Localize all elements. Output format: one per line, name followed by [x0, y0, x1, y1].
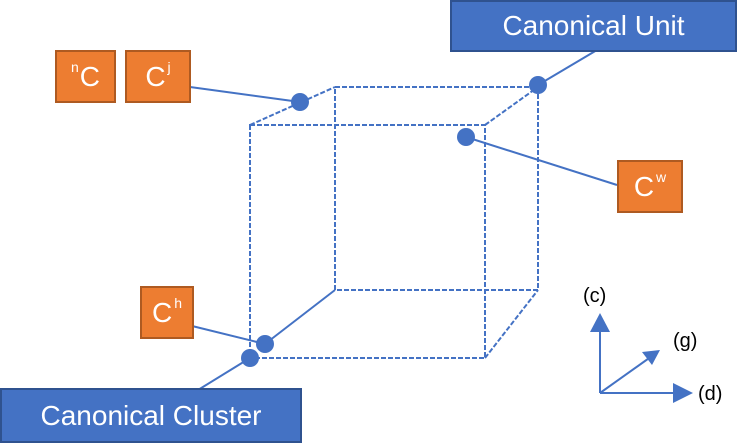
- label-canonical-cluster-text: Canonical Cluster: [40, 399, 262, 431]
- connector-canonical-unit: [537, 49, 598, 86]
- connector-cj: [189, 86, 301, 103]
- label-ch-sup: h: [174, 294, 183, 311]
- point-ch: [256, 335, 274, 353]
- label-cw-sup: w: [656, 168, 667, 185]
- axis-c-arrowhead: [590, 313, 610, 332]
- label-cj-sup: j: [167, 58, 171, 75]
- axis-label-d: (d): [698, 383, 723, 405]
- axes-indicator: [590, 313, 693, 403]
- label-canonical-unit-text: Canonical Unit: [502, 10, 685, 41]
- point-canonical-unit: [529, 76, 547, 94]
- label-ch-base: C: [151, 296, 173, 328]
- label-nc-prefix: n: [70, 58, 79, 75]
- axis-g-arrowhead: [642, 350, 660, 365]
- label-cj-base: C: [145, 60, 166, 92]
- label-nc-base: C: [79, 60, 101, 92]
- axis-label-g: (g): [673, 330, 698, 352]
- cube-edge-bottom-right: [484, 289, 539, 359]
- label-canonical-cluster: Canonical Cluster: [0, 388, 302, 443]
- point-cj: [291, 93, 309, 111]
- connector-ch: [187, 324, 266, 345]
- cube-front-face: [249, 124, 486, 359]
- point-cw: [457, 128, 475, 146]
- cube-edge-bottom-left: [264, 289, 336, 345]
- label-cw-base: C: [633, 170, 655, 202]
- cube-wireframe: [249, 86, 539, 359]
- point-canonical-cluster: [241, 349, 259, 367]
- axis-g-line: [599, 355, 653, 394]
- axis-label-c: (c): [583, 285, 607, 307]
- cube-back-face: [334, 86, 539, 291]
- connector-cw: [465, 136, 618, 186]
- axis-d-arrowhead: [673, 383, 693, 403]
- label-canonical-unit: Canonical Unit: [450, 0, 737, 52]
- cube-edge-top-right: [484, 86, 539, 126]
- connector-canonical-cluster: [197, 357, 251, 391]
